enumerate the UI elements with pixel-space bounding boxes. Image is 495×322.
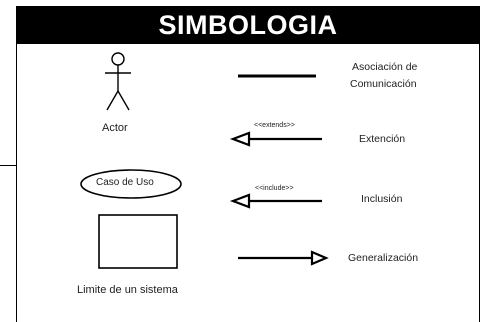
extension-label: Extención (359, 133, 406, 145)
system-boundary-rect (98, 214, 178, 269)
generalization-arrow (238, 250, 329, 266)
actor-label: Actor (102, 122, 128, 134)
inclusion-label: Inclusión (361, 193, 403, 205)
use-case-label: Caso de Uso (96, 177, 154, 188)
use-case-ellipse (80, 169, 182, 199)
association-label-line1: Asociación de (352, 61, 418, 73)
system-boundary-label: Limite de un sistema (77, 284, 178, 296)
inclusion-arrow (229, 193, 322, 209)
left-margin-tick (0, 165, 16, 166)
actor-icon (105, 52, 131, 111)
association-label-line2: Comunicación (350, 78, 417, 90)
diagram-frame (16, 6, 480, 322)
inclusion-stereotype: <<include>> (255, 185, 294, 192)
generalization-label: Generalización (348, 252, 419, 264)
extension-stereotype: <<extends>> (254, 122, 295, 129)
extension-arrow (229, 131, 322, 147)
page-title: SIMBOLOGIA (16, 6, 480, 44)
